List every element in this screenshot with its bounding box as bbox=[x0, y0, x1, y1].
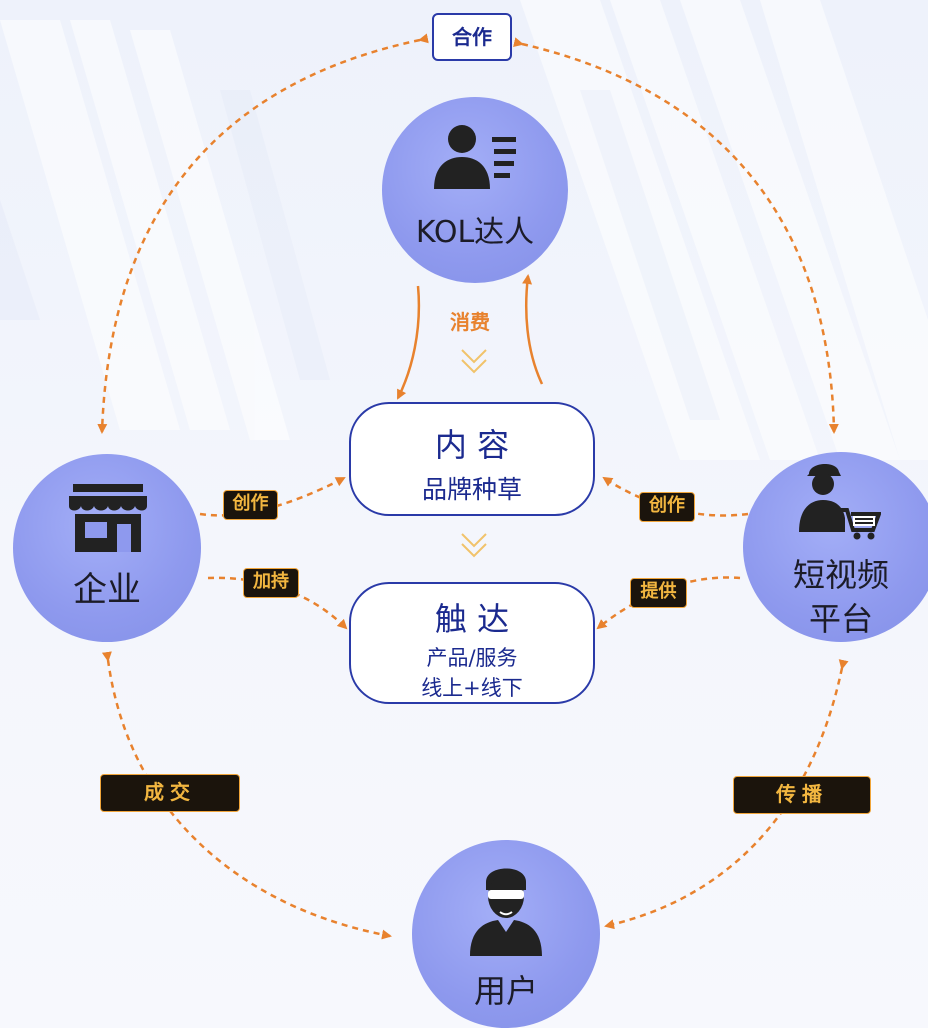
cooperate-label: 合作 bbox=[432, 13, 512, 61]
platform-label-line2: 平台 bbox=[808, 600, 873, 638]
kol-label: KOL达人 bbox=[415, 215, 535, 250]
chevrons-down bbox=[461, 349, 487, 558]
user-glasses-icon bbox=[470, 868, 542, 956]
content-subtitle: 品牌种草 bbox=[421, 475, 522, 504]
arrow-platform-user bbox=[604, 659, 849, 930]
reach-box: 触 达 产品/服务 线上+线下 bbox=[349, 582, 595, 704]
tag-spread: 传播 bbox=[733, 776, 871, 814]
arrow-enterprise-support bbox=[207, 576, 348, 630]
arrow-cooperate-platform bbox=[513, 37, 839, 434]
arrow-kol-to-content bbox=[396, 285, 421, 400]
arrow-platform-provide bbox=[596, 576, 741, 630]
node-platform: 短视频 平台 bbox=[743, 452, 928, 642]
reach-title: 触 达 bbox=[434, 600, 510, 638]
user-label: 用户 bbox=[473, 972, 538, 1010]
store-icon bbox=[69, 484, 147, 552]
tag-enterprise-create: 创作 bbox=[223, 490, 278, 520]
tag-platform-create: 创作 bbox=[639, 492, 695, 522]
arrow-content-to-kol bbox=[522, 274, 544, 385]
platform-label-line1: 短视频 bbox=[792, 556, 889, 594]
node-user: 用户 bbox=[412, 840, 600, 1028]
reach-line1: 产品/服务 bbox=[426, 646, 518, 670]
content-title: 内 容 bbox=[434, 426, 510, 464]
reach-line2: 线上+线下 bbox=[421, 676, 523, 700]
enterprise-label: 企业 bbox=[73, 570, 141, 610]
tag-platform-provide: 提供 bbox=[630, 578, 687, 608]
kol-person-list-icon bbox=[434, 125, 516, 189]
arrow-cooperate-enterprise bbox=[97, 33, 429, 434]
arrow-platform-create bbox=[602, 476, 749, 517]
tag-enterprise-support: 加持 bbox=[243, 568, 299, 598]
courier-cart-icon bbox=[799, 463, 881, 540]
content-box: 内 容 品牌种草 bbox=[349, 402, 595, 516]
tag-deal: 成交 bbox=[100, 774, 240, 812]
node-kol: KOL达人 bbox=[382, 97, 568, 283]
arrow-enterprise-user bbox=[101, 651, 392, 940]
node-enterprise: 企业 bbox=[13, 454, 201, 642]
consume-label: 消费 bbox=[450, 310, 490, 334]
